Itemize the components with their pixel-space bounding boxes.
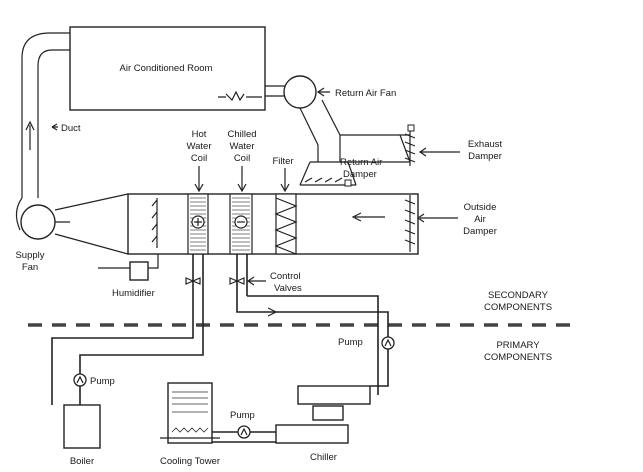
secondary-label-2: COMPONENTS (484, 302, 552, 313)
ahu-transition (54, 193, 129, 255)
return-air-fan (283, 75, 317, 109)
air-conditioned-room (69, 26, 266, 111)
outside-damper-label-1: Outside (464, 202, 497, 213)
filter-label: Filter (272, 156, 293, 167)
control-valves-label-2: Valves (274, 283, 302, 294)
chilled-water-loop (236, 278, 389, 395)
return-air-damper (299, 161, 357, 186)
hot-coil-label-2: Water (187, 141, 212, 152)
middle-pump-glyph (240, 427, 248, 436)
exhaust-damper-label-2: Damper (468, 151, 502, 162)
duct-label: Duct (61, 123, 81, 134)
outside-damper-label-3: Damper (463, 226, 497, 237)
chilled-coil-label-2: Water (230, 141, 255, 152)
control-valves-leader (246, 276, 266, 286)
hot-coil-leader (194, 166, 204, 193)
primary-label-2: COMPONENTS (484, 352, 552, 363)
cooling-tower-fill (172, 391, 208, 413)
middle-pump-label: Pump (230, 410, 255, 421)
chilled-loop-flow-arrow (267, 307, 278, 317)
humidifier-pipe (98, 254, 159, 269)
outside-damper-leader (416, 213, 458, 223)
primary-label-1: PRIMARY (496, 340, 540, 351)
exhaust-damper-label-1: Exhaust (468, 139, 503, 150)
plus-icon-glyph (194, 218, 202, 226)
exhaust-damper (404, 130, 416, 166)
air-handling-unit (127, 193, 419, 255)
chiller-condenser (275, 424, 349, 444)
hot-coil-label-3: Coil (191, 153, 207, 164)
filter (275, 193, 297, 255)
hot-control-valve (185, 277, 201, 285)
ahu-inlet-vanes (151, 198, 158, 248)
right-pump-label: Pump (338, 337, 363, 348)
cooling-tower-spray (171, 427, 209, 433)
return-damper-actuator (344, 179, 352, 187)
chilled-control-valve (229, 277, 245, 285)
ahu-flow-arrow (351, 212, 385, 222)
right-pump-glyph (384, 338, 392, 347)
boiler (63, 404, 101, 449)
duct-flow-arrow (25, 120, 35, 150)
humidifier-label: Humidifier (112, 288, 155, 299)
return-damper-blades (304, 177, 343, 183)
supply-fan-label-1: Supply (15, 250, 44, 261)
secondary-label-1: SECONDARY (488, 290, 549, 301)
return-fan-leader (316, 87, 330, 97)
chiller-compressor (312, 405, 344, 421)
exhaust-damper-leader (418, 147, 460, 157)
supply-fan-housing (15, 197, 70, 231)
outside-damper-label-2: Air (474, 214, 486, 225)
exhaust-damper-actuator (407, 124, 415, 132)
cooling-tower (167, 382, 213, 444)
room-outlet-grille (218, 90, 262, 102)
return-damper-label-2: Damper (343, 169, 377, 180)
filter-leader (280, 168, 290, 193)
room-label: Air Conditioned Room (120, 63, 213, 74)
exhaust-duct (340, 134, 411, 163)
chilled-coil-leader (237, 166, 247, 193)
chilled-coil-label-1: Chilled (227, 129, 256, 140)
cooling-tower-label: Cooling Tower (160, 456, 220, 467)
chiller-evaporator (297, 385, 371, 405)
left-pump-glyph (76, 375, 84, 384)
control-valves-label-1: Control (270, 271, 301, 282)
outside-air-damper (404, 195, 416, 252)
duct-label-leader (51, 123, 58, 131)
left-pump-label: Pump (90, 376, 115, 387)
boiler-label: Boiler (70, 456, 94, 467)
supply-fan (20, 204, 56, 240)
return-fan-label: Return Air Fan (335, 88, 396, 99)
chilled-coil-label-3: Coil (234, 153, 250, 164)
humidifier (129, 261, 149, 281)
supply-duct (21, 32, 70, 198)
hot-coil-label-1: Hot (192, 129, 207, 140)
supply-fan-label-2: Fan (22, 262, 38, 273)
chiller-label: Chiller (310, 452, 337, 463)
filter-media (274, 197, 298, 255)
